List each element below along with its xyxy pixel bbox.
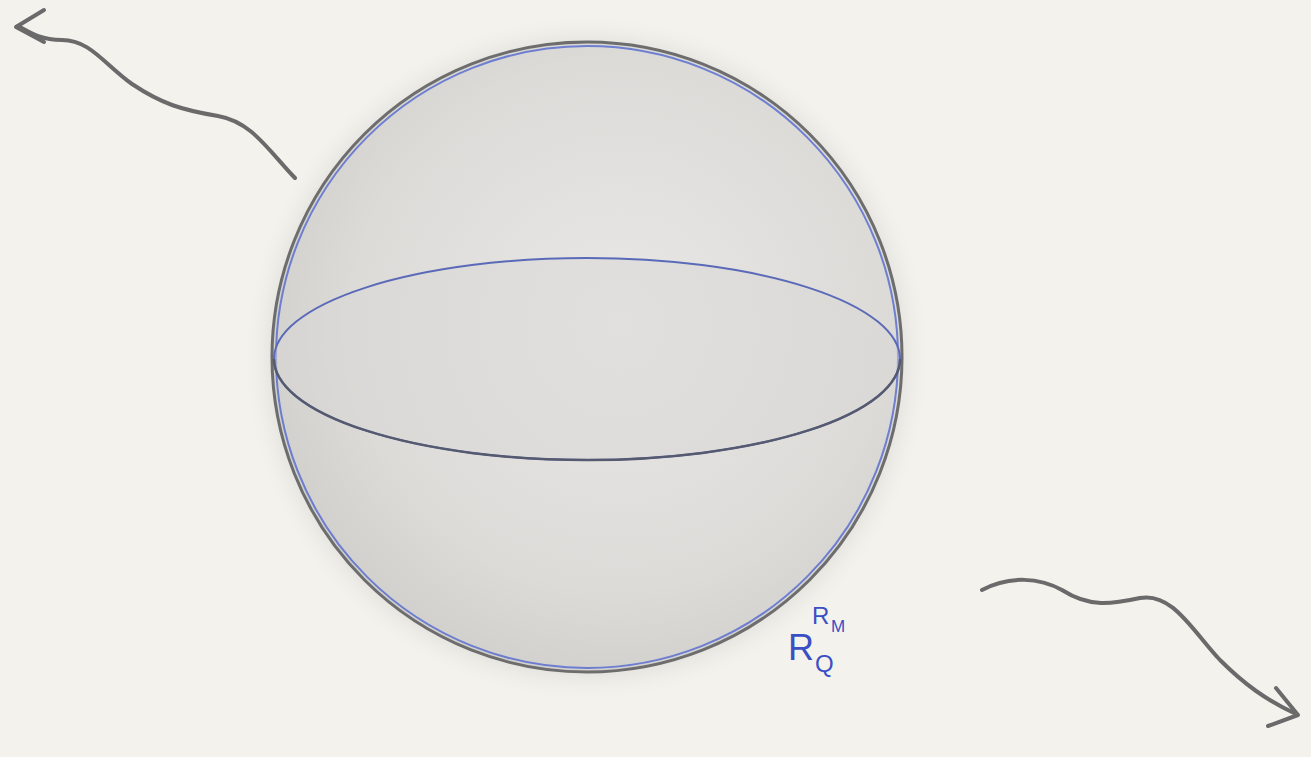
arrow-head bbox=[16, 10, 44, 42]
sphere-outline bbox=[272, 42, 902, 672]
equator-front bbox=[274, 359, 900, 460]
symbol-base: R bbox=[788, 630, 814, 666]
symbol-superscript: R bbox=[812, 604, 829, 628]
wavy-arrow bbox=[982, 580, 1296, 714]
arrow-head bbox=[1268, 688, 1298, 726]
symbol-subscript: Q bbox=[815, 652, 834, 676]
equator-ellipse bbox=[274, 258, 900, 460]
wavy-arrow bbox=[18, 26, 295, 178]
symbol-subscript: M bbox=[831, 618, 845, 635]
sphere-shadow bbox=[242, 13, 932, 703]
